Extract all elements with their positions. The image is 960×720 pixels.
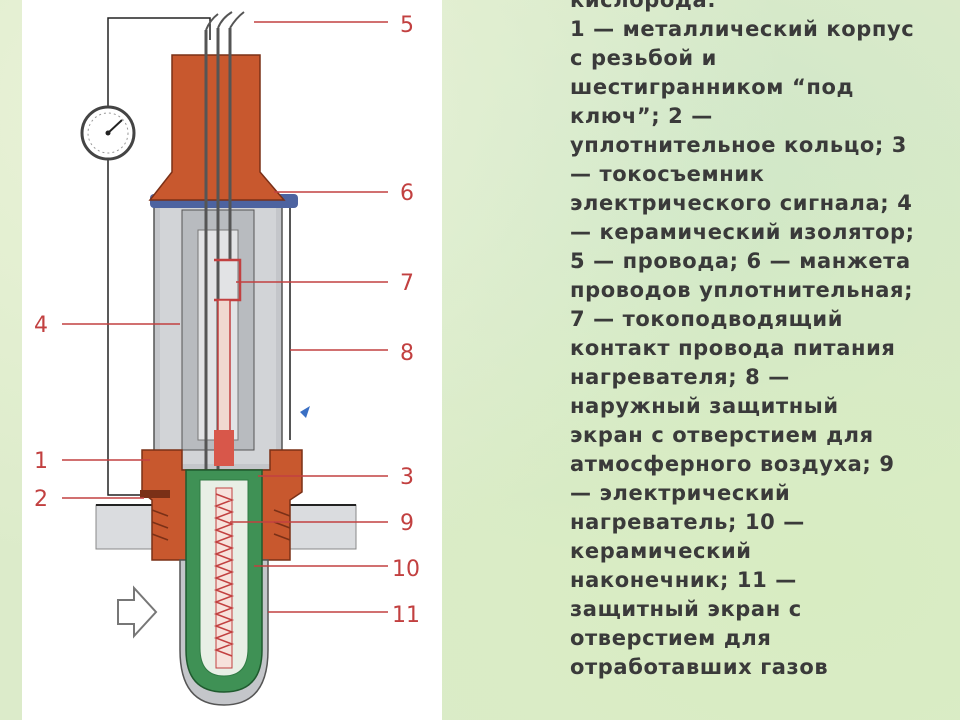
callout-1: 1 [34, 449, 48, 474]
callout-7: 7 [400, 271, 414, 296]
heater-rod [217, 299, 231, 441]
callout-2: 2 [34, 487, 48, 512]
heater-coil-winding [213, 493, 235, 657]
gauge-icon [80, 105, 136, 161]
callout-lines [62, 21, 388, 613]
callout-4: 4 [34, 313, 48, 338]
air-hole-marker [300, 406, 310, 418]
callout-10: 10 [392, 557, 420, 582]
arrow-right-icon [117, 585, 158, 639]
sensor-diagram: 5 6 7 4 8 1 3 2 9 10 11 [22, 0, 442, 720]
callout-9: 9 [400, 511, 414, 536]
callout-6: 6 [400, 181, 414, 206]
caption-text: кислорода: 1 — металлический корпус с ре… [570, 0, 915, 679]
gauge-wire [107, 17, 211, 496]
thread [151, 509, 291, 541]
callout-3: 3 [400, 465, 414, 490]
callout-11: 11 [392, 603, 420, 628]
oxygen-sensor-cutaway: 5 6 7 4 8 1 3 2 9 10 11 [34, 11, 420, 706]
heater-block [214, 430, 234, 466]
sealing-ring [140, 490, 170, 498]
callout-5: 5 [400, 13, 414, 38]
callout-8: 8 [400, 341, 414, 366]
